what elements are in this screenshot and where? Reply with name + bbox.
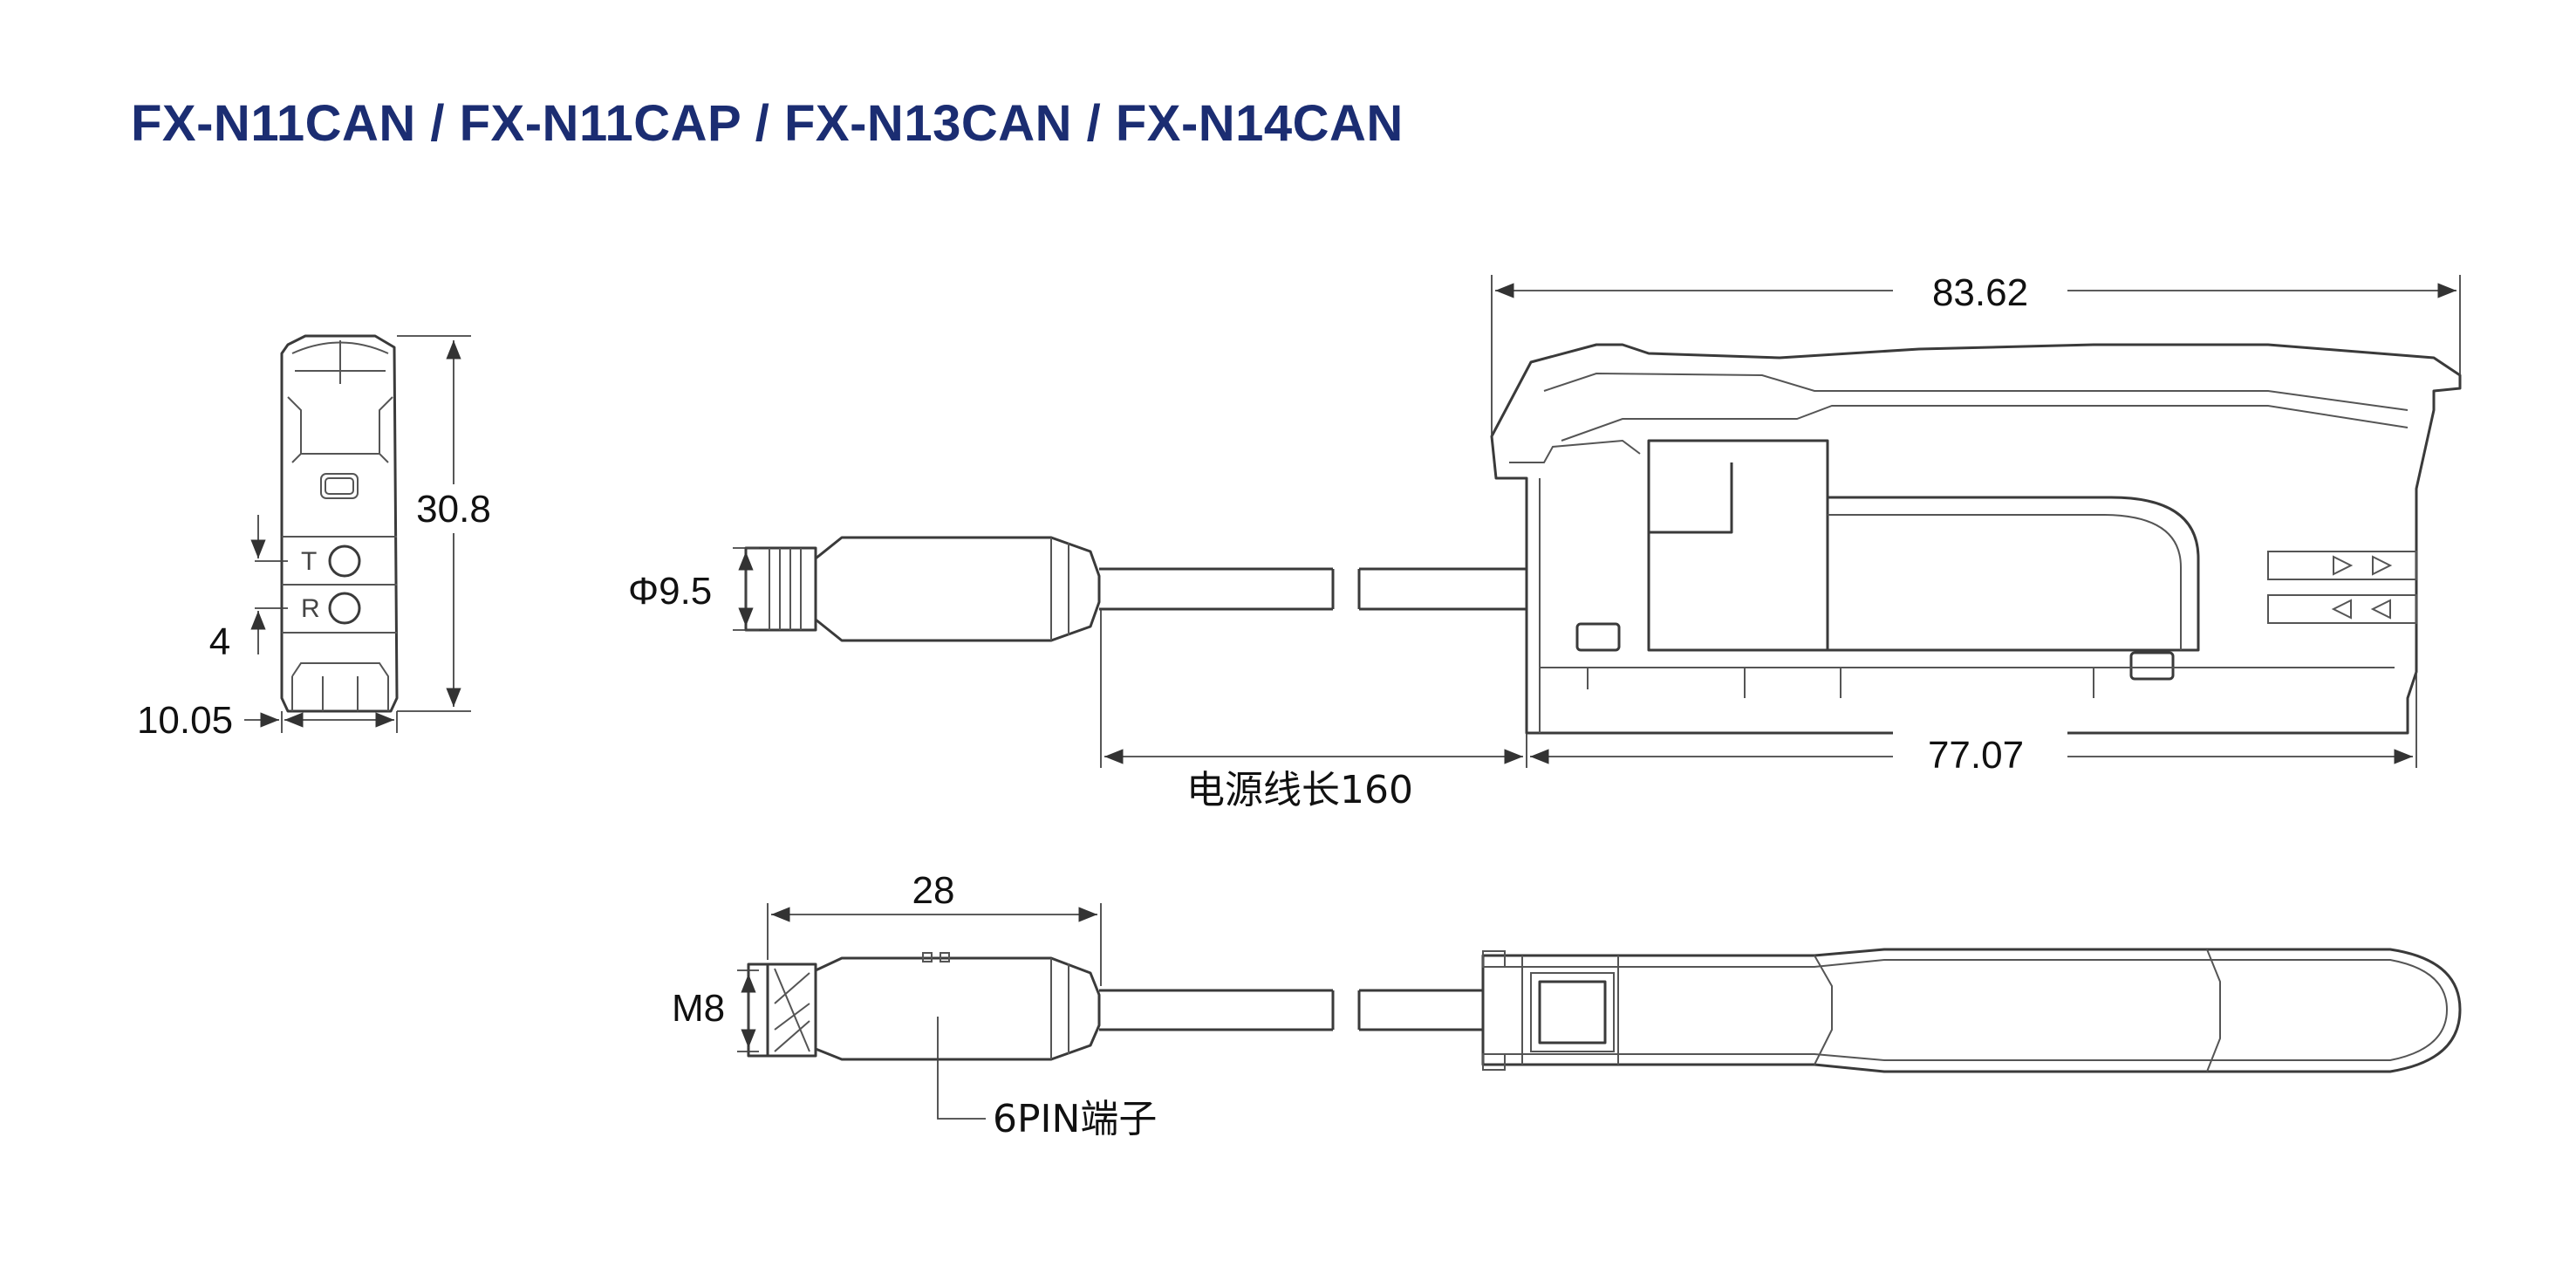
led-r-icon — [328, 592, 361, 625]
dim-thread: M8 — [672, 987, 725, 1030]
cable-length-label: 电源线长160 — [1186, 768, 1413, 812]
dim-width: 10.05 — [137, 699, 233, 742]
dim-total-length: 83.62 — [1932, 271, 2028, 314]
dim-body-length: 77.07 — [1928, 734, 2024, 777]
dim-connector-length: 28 — [912, 869, 955, 912]
connector-label: 6PIN端子 — [993, 1097, 1157, 1141]
dim-led-spacing: 4 — [209, 620, 230, 663]
led-t-icon — [328, 545, 361, 578]
led-r-label: R — [301, 594, 320, 623]
top-view: 28 M8 6PIN端子 — [672, 869, 2462, 1141]
dim-height: 30.8 — [416, 488, 491, 531]
led-t-label: T — [301, 547, 317, 576]
side-view: 83.62 77.07 电源线长160 Φ9.5 — [628, 266, 2462, 812]
front-view: T R 30.8 4 10.05 — [137, 334, 499, 742]
dim-cable-diameter: Φ9.5 — [628, 570, 712, 613]
page-title: FX-N11CAN / FX-N11CAP / FX-N13CAN / FX-N… — [131, 95, 1404, 152]
